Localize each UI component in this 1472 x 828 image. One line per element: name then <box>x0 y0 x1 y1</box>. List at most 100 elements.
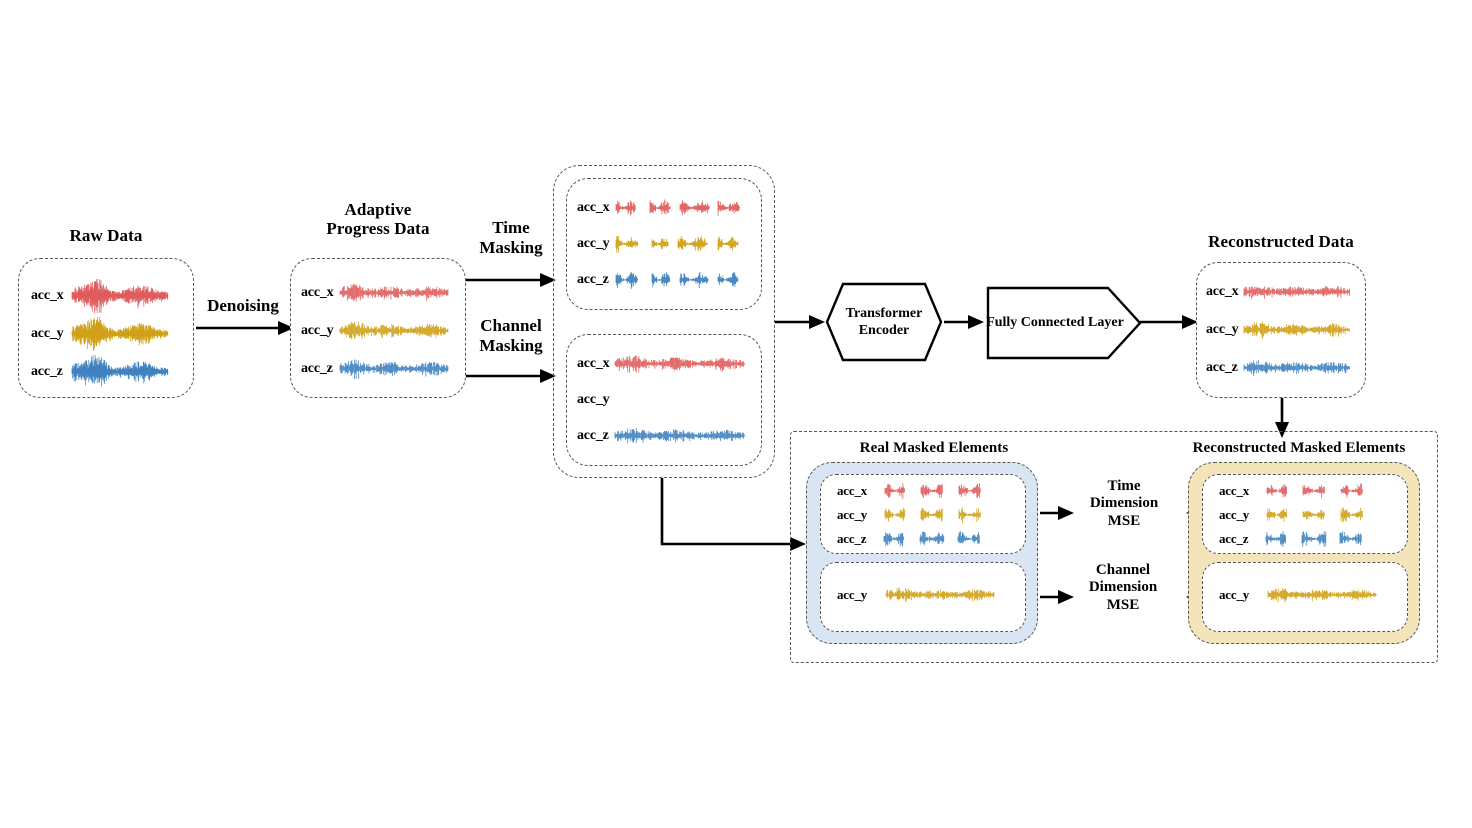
waveform-acc-z <box>614 427 746 445</box>
recon-masked-row-acc-y: acc_y <box>1219 507 1375 523</box>
raw-data-row-acc-x: acc_x <box>31 279 169 313</box>
real-masked-time-panel: acc_x acc_y acc_z <box>820 474 1026 554</box>
time-masking-label: Time Masking <box>479 218 543 257</box>
channel-label-acc-y: acc_y <box>1206 322 1239 337</box>
arrow-raw-to-adaptive <box>196 321 294 335</box>
waveform-acc-z <box>1243 359 1351 377</box>
waveform-acc-z <box>339 359 449 379</box>
waveform-acc-x-segments <box>614 199 742 217</box>
channel-label-acc-y: acc_y <box>837 507 868 522</box>
channel-label-acc-y: acc_y <box>301 323 334 338</box>
real-masked-title: Real Masked Elements <box>859 440 1009 456</box>
recon-masked-row-acc-x: acc_x <box>1219 483 1375 499</box>
real-masked-row-acc-z: acc_z <box>837 531 992 547</box>
channel-label-acc-y: acc_y <box>577 392 610 407</box>
waveform-acc-y-segments <box>1265 507 1375 523</box>
channel-label-acc-y: acc_y <box>31 326 64 341</box>
real-masked-channel-panel: acc_y <box>820 562 1026 632</box>
channel-label-acc-z: acc_z <box>1219 531 1249 546</box>
denoising-label: Denoising <box>207 296 279 315</box>
waveform-acc-x <box>339 283 449 303</box>
channel-label-acc-y: acc_y <box>837 587 868 602</box>
time-dimension-mse-label: Time Dimension MSE <box>1089 478 1159 529</box>
channel-label-acc-x: acc_x <box>31 288 64 303</box>
channel-label-acc-z: acc_z <box>577 272 609 287</box>
raw-data-row-acc-y: acc_y <box>31 317 169 351</box>
channel-masking-row-acc-z: acc_z <box>577 427 746 445</box>
reconstructed-row-acc-x: acc_x <box>1206 283 1351 301</box>
arrow-real-to-time-mse <box>1040 506 1074 520</box>
waveform-acc-y <box>885 587 995 603</box>
channel-label-acc-z: acc_z <box>31 364 63 379</box>
recon-masked-row-acc-y-channel: acc_y <box>1219 587 1377 603</box>
waveform-acc-z-segments <box>882 531 992 547</box>
channel-masking-row-acc-y-masked: acc_y <box>577 391 746 409</box>
waveform-acc-y-masked-empty <box>614 391 746 409</box>
waveform-acc-x-segments <box>883 483 993 499</box>
arrow-reconstructed-down <box>1275 398 1289 438</box>
channel-label-acc-y: acc_y <box>577 236 610 251</box>
waveform-acc-y-segments <box>614 235 742 253</box>
adaptive-row-acc-x: acc_x <box>301 283 449 303</box>
time-masking-row-acc-y: acc_y <box>577 235 742 253</box>
waveform-acc-x <box>1243 283 1351 301</box>
arrow-fc-to-reconstructed <box>1140 315 1198 329</box>
adaptive-progress-title: Adaptive Progress Data <box>326 200 430 239</box>
waveform-acc-z-segments <box>1264 531 1374 547</box>
channel-label-acc-x: acc_x <box>577 356 610 371</box>
real-masked-row-acc-x: acc_x <box>837 483 993 499</box>
channel-label-acc-x: acc_x <box>1206 284 1239 299</box>
waveform-acc-x <box>614 355 746 373</box>
recon-masked-row-acc-z: acc_z <box>1219 531 1374 547</box>
channel-label-acc-y: acc_y <box>1219 507 1250 522</box>
transformer-encoder-shape: Transformer Encoder <box>825 282 943 362</box>
waveform-acc-z-segments <box>614 271 742 289</box>
loss-comparison-panel <box>790 431 1438 663</box>
waveform-acc-y <box>339 321 449 341</box>
recon-masked-channel-panel: acc_y <box>1202 562 1408 632</box>
waveform-acc-y <box>1243 321 1351 339</box>
waveform-acc-z <box>71 355 169 389</box>
raw-data-row-acc-z: acc_z <box>31 355 169 389</box>
channel-label-acc-x: acc_x <box>837 483 868 498</box>
fully-connected-layer-shape: Fully Connected Layer <box>986 286 1142 360</box>
channel-label-acc-z: acc_z <box>577 428 609 443</box>
arrow-real-to-channel-mse <box>1040 590 1074 604</box>
channel-label-acc-z: acc_z <box>1206 360 1238 375</box>
adaptive-progress-panel: acc_x acc_y acc_z <box>290 258 466 398</box>
channel-label-acc-x: acc_x <box>301 285 334 300</box>
channel-label-acc-x: acc_x <box>1219 483 1250 498</box>
time-masking-row-acc-x: acc_x <box>577 199 742 217</box>
reconstructed-data-panel: acc_x acc_y acc_z <box>1196 262 1366 398</box>
waveform-acc-y <box>71 317 169 351</box>
waveform-acc-y <box>1267 587 1377 603</box>
waveform-acc-x <box>71 279 169 313</box>
reconstructed-row-acc-z: acc_z <box>1206 359 1351 377</box>
recon-masked-title: Reconstructed Masked Elements <box>1192 440 1406 456</box>
recon-masked-time-panel: acc_x acc_y acc_z <box>1202 474 1408 554</box>
channel-masking-row-acc-x: acc_x <box>577 355 746 373</box>
arrow-encoder-to-fc <box>944 315 984 329</box>
time-masking-panel: acc_x acc_y acc_z <box>566 178 762 310</box>
adaptive-row-acc-y: acc_y <box>301 321 449 341</box>
waveform-acc-x-segments <box>1265 483 1375 499</box>
real-masked-row-acc-y: acc_y <box>837 507 993 523</box>
channel-label-acc-y: acc_y <box>1219 587 1250 602</box>
waveform-acc-y-segments <box>883 507 993 523</box>
channel-label-acc-x: acc_x <box>577 200 610 215</box>
channel-masking-label: Channel Masking <box>479 316 543 355</box>
channel-dimension-mse-label: Channel Dimension MSE <box>1088 562 1158 613</box>
raw-data-title: Raw Data <box>69 226 143 245</box>
arrow-masking-to-encoder <box>775 315 825 329</box>
arrow-adaptive-to-channel-masking <box>466 369 556 383</box>
arrow-adaptive-to-time-masking <box>466 273 556 287</box>
reconstructed-row-acc-y: acc_y <box>1206 321 1351 339</box>
channel-masking-panel: acc_x acc_y acc_z <box>566 334 762 466</box>
masking-group-panel <box>553 165 775 478</box>
channel-label-acc-z: acc_z <box>301 361 333 376</box>
adaptive-row-acc-z: acc_z <box>301 359 449 379</box>
reconstructed-data-title: Reconstructed Data <box>1208 232 1354 251</box>
arrow-masking-to-real-masked <box>660 478 806 551</box>
channel-label-acc-z: acc_z <box>837 531 867 546</box>
